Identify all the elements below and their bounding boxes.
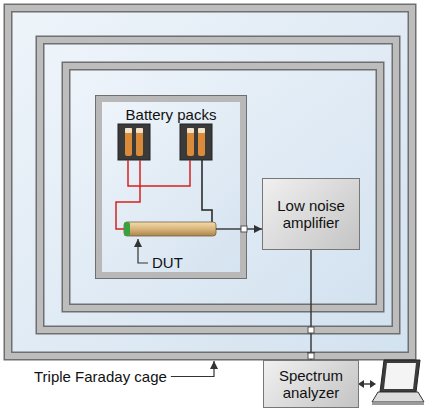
instrument-box: Spectrum analyzer — [263, 360, 359, 408]
black-wire — [202, 160, 212, 222]
signal-arrow — [310, 250, 311, 360]
inner-cage — [66, 66, 380, 308]
middle-cage — [40, 40, 396, 330]
box-label: Spectrum analyzer — [269, 367, 353, 401]
signal-arrow — [246, 228, 262, 229]
instrument-box: Low noise amplifier — [262, 178, 360, 250]
feedthrough-connectors — [308, 327, 314, 359]
feedthrough — [308, 327, 314, 333]
outer-cage — [8, 8, 412, 356]
part-label: DUT — [152, 254, 183, 271]
leader-line — [138, 239, 148, 263]
red-wire — [128, 160, 190, 186]
battery-pack — [118, 124, 150, 160]
usb-double-arrow — [358, 380, 376, 388]
dut-cylinder — [124, 222, 216, 236]
part-label: Triple Faraday cage — [34, 368, 167, 385]
leader-line — [171, 361, 214, 377]
battery-pack — [180, 124, 212, 160]
enclosure-heading: Battery packs — [126, 106, 217, 123]
feedthrough — [241, 226, 247, 232]
box-label: Low noise amplifier — [268, 197, 354, 231]
laptop-icon — [372, 360, 424, 405]
red-wire — [116, 160, 140, 229]
dut-cap — [124, 222, 130, 236]
shielded-enclosure: Battery packsDUT — [96, 96, 246, 278]
feedthrough — [308, 353, 314, 359]
